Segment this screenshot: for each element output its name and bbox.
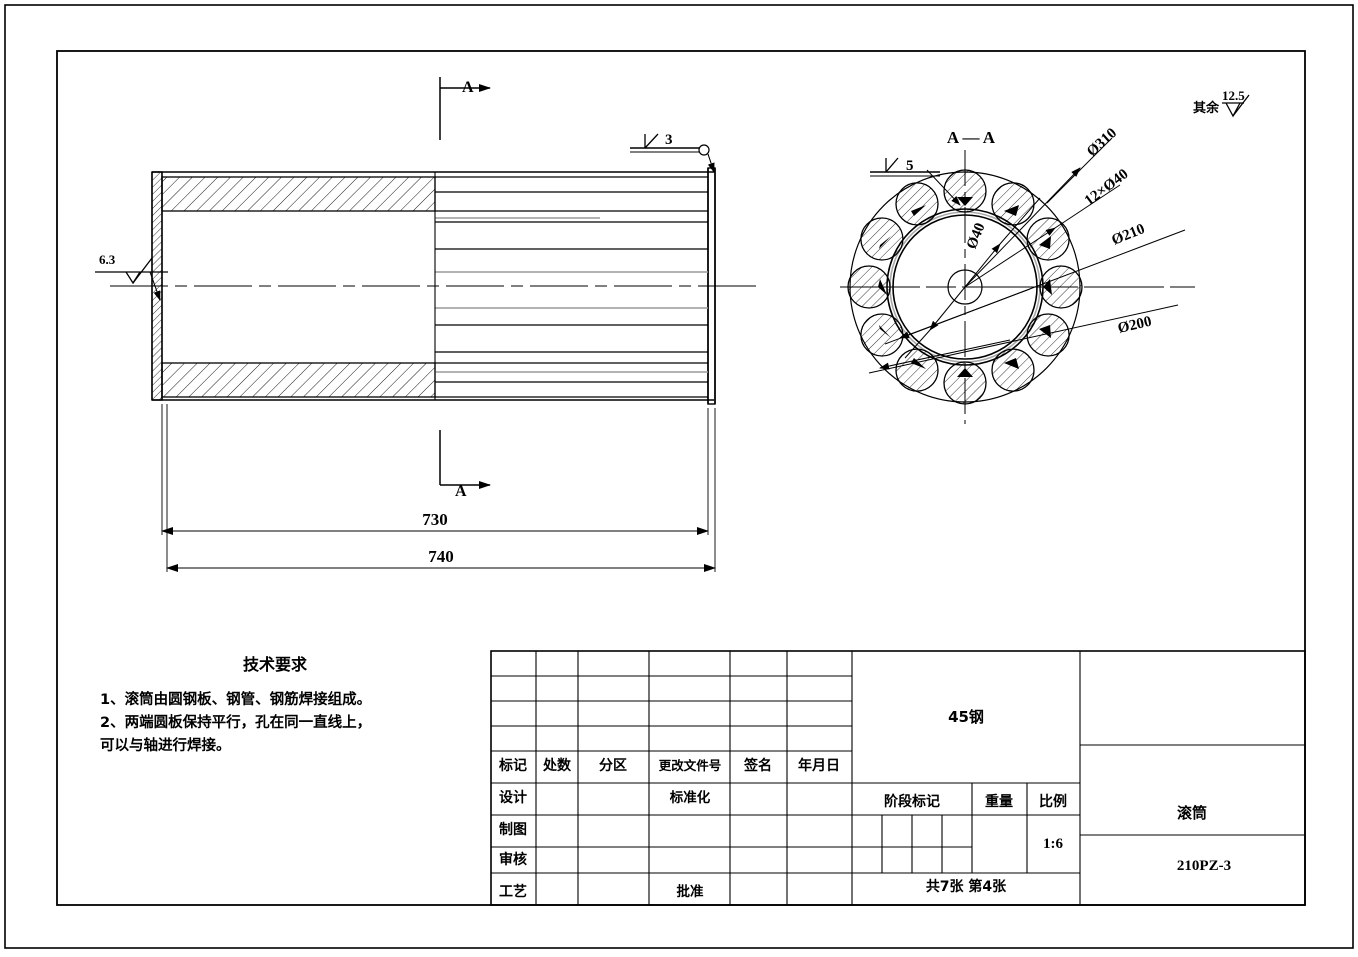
rod-hole xyxy=(860,313,904,357)
general-roughness-label: 其余 xyxy=(1193,100,1220,116)
rod-hole xyxy=(860,217,904,261)
role-biaozhunhua: 标准化 xyxy=(669,789,711,806)
section-label-a-top: A xyxy=(462,79,474,96)
th-qianming: 签名 xyxy=(743,757,772,774)
tech-notes-title: 技术要求 xyxy=(243,655,308,674)
general-roughness-value: 12.5 xyxy=(1222,88,1245,103)
th-fenqu: 分区 xyxy=(599,758,627,774)
dimension-value-dia200: Ø200 xyxy=(1116,314,1153,337)
th-nianyueri: 年月日 xyxy=(798,757,840,774)
role-pizhun: 批准 xyxy=(677,883,705,900)
tech-notes-line-2: 2、两端圆板保持平行，孔在同一直线上， xyxy=(100,713,371,731)
rod-hole xyxy=(991,182,1035,226)
section-arrow-bottom xyxy=(439,430,491,489)
dimension-value-740: 740 xyxy=(428,547,454,566)
weld-symbol-5 xyxy=(870,157,961,206)
dimension-value-dia210: Ø210 xyxy=(1110,221,1148,249)
weight-header: 重量 xyxy=(985,793,1013,810)
roughness-symbol-6p3 xyxy=(95,257,168,301)
tech-notes-line-3: 可以与轴进行焊接。 xyxy=(100,736,231,754)
sheet-count: 共7张 第4张 xyxy=(926,878,1007,895)
scale-header: 比例 xyxy=(1039,793,1067,810)
rod-hole xyxy=(895,182,939,226)
section-label-a-bottom: A xyxy=(455,483,467,500)
dimension-730 xyxy=(161,404,709,535)
role-zhitu: 制图 xyxy=(499,821,527,838)
stage-header: 阶段标记 xyxy=(884,793,940,810)
part-number: 210PZ-3 xyxy=(1177,858,1231,874)
rod-hole xyxy=(991,348,1035,392)
general-roughness-symbol xyxy=(1222,94,1250,118)
dimension-value-12xdia40: 12×Ø40 xyxy=(1082,166,1132,209)
weld-value-5: 5 xyxy=(906,158,914,174)
weld-value-3: 3 xyxy=(665,132,673,148)
title-block: 标记 处数 分区 更改文件号 签名 年月日 设计 标准化 制图 审核 工艺 批准… xyxy=(490,650,1306,906)
section-view-title: A — A xyxy=(947,128,996,147)
material-value: 45钢 xyxy=(948,708,984,726)
role-gongyi: 工艺 xyxy=(499,883,527,900)
dimension-740 xyxy=(166,404,716,572)
roughness-value-6p3: 6.3 xyxy=(99,252,116,267)
section-arrow-top xyxy=(439,77,491,140)
rod-hole xyxy=(895,348,939,392)
role-shenhe: 审核 xyxy=(499,851,527,868)
dimension-value-730: 730 xyxy=(422,510,448,529)
th-genggai: 更改文件号 xyxy=(659,758,722,773)
scale-value: 1:6 xyxy=(1043,836,1063,852)
weld-symbol-3 xyxy=(630,133,715,173)
role-sheji: 设计 xyxy=(499,789,527,806)
sheet-border xyxy=(4,4,1354,949)
th-biaoji: 标记 xyxy=(498,757,527,774)
th-chushu: 处数 xyxy=(542,757,572,774)
dimension-value-dia40: Ø40 xyxy=(964,221,989,252)
dimension-value-dia310: Ø310 xyxy=(1084,125,1120,160)
tech-notes-line-1: 1、滚筒由圆钢板、钢管、钢筋焊接组成。 xyxy=(100,690,371,708)
main-section-view xyxy=(110,77,760,489)
part-name: 滚筒 xyxy=(1177,804,1207,822)
section-view-a-a xyxy=(840,137,1195,424)
